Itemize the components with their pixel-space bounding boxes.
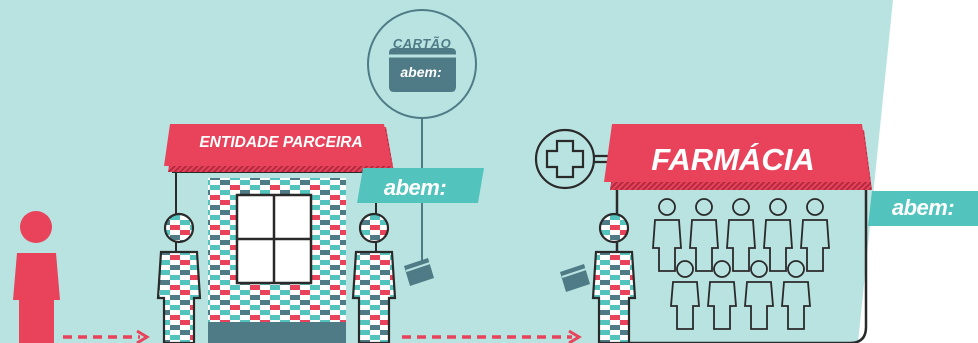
entity-sign	[164, 124, 392, 166]
entity-label: ENTIDADE PARCEIRA	[199, 134, 363, 151]
pharmacy-building	[604, 124, 872, 343]
person-pharmacy-icon	[591, 212, 637, 343]
card-icon	[389, 48, 456, 92]
person-left-icon	[156, 212, 202, 343]
crowd-icon	[652, 198, 830, 330]
person-walking-icon	[13, 211, 60, 343]
card-in-hand-icon-2	[560, 264, 590, 292]
card-title: CARTÃO	[392, 36, 452, 51]
pharmacy-brand-tag	[868, 191, 978, 226]
card-in-hand-icon	[404, 258, 434, 286]
card-callout	[367, 9, 477, 268]
card-brand-logo: abem:	[400, 64, 442, 80]
entity-brand-tag	[357, 168, 484, 203]
flow-arrow-1	[63, 329, 150, 343]
partner-entity-building	[164, 124, 394, 343]
person-with-card-icon	[351, 212, 397, 343]
flow-arrow-2	[402, 329, 582, 343]
entity-brand-logo: abem:	[383, 175, 447, 200]
pharmacy-sign	[604, 124, 870, 182]
pharmacy-brand-logo: abem:	[891, 195, 955, 220]
pharmacy-label: FARMÁCIA	[651, 142, 815, 177]
